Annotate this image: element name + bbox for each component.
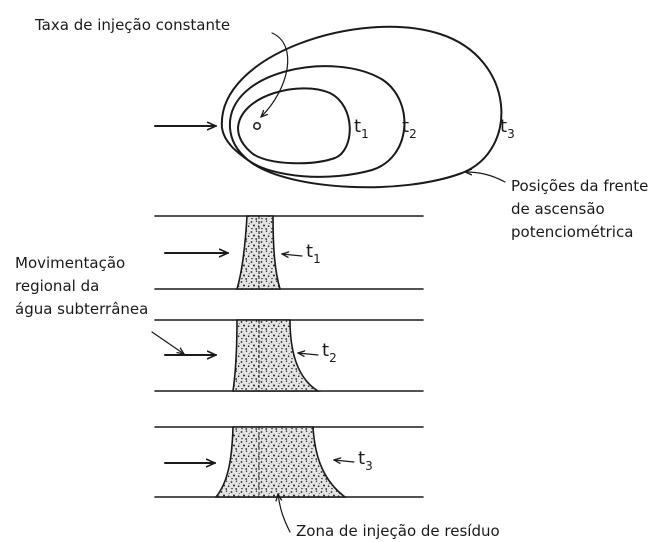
front-positions-label-line3: potenciométrica [511,223,633,241]
plan-view [154,25,506,189]
section-t3-label: t3 [358,448,373,473]
front-contour-t1 [237,87,351,165]
regional-flow-label-line1: Movimentação [15,254,125,272]
front-contour-t2 [228,65,406,178]
waste-zone-pointer [278,494,291,533]
front-positions-label-line2: de ascensão [511,200,605,218]
injection-plume-t3 [214,426,348,498]
section-t1-label: t1 [306,241,321,266]
section-view-t3 [154,426,424,533]
section-view-t1 [154,215,424,290]
regional-flow-label-line3: água subterrânea [15,300,148,318]
injection-rate-pointer [261,32,289,117]
plan-t3-label: t3 [500,116,515,141]
waste-zone-label: Zona de injeção de resíduo [296,522,500,540]
t2-label-pointer [298,353,319,355]
section-t2-label: t2 [322,340,337,365]
plan-t1-label: t1 [354,116,369,141]
section-view-t2 [151,319,424,392]
t3-label-pointer [334,460,355,462]
front-contour-t3 [220,25,503,189]
regional-flow-pointer [151,331,184,354]
plan-t2-label: t2 [402,116,417,141]
injection-plume-t2 [232,319,321,392]
regional-flow-label-line2: regional da [15,277,99,295]
front-positions-pointer [465,172,506,183]
injection-well-marker [253,122,261,130]
front-positions-label-line1: Posições da frente [511,177,648,195]
t1-label-pointer [282,254,303,256]
injection-rate-label: Taxa de injeção constante [34,16,230,34]
